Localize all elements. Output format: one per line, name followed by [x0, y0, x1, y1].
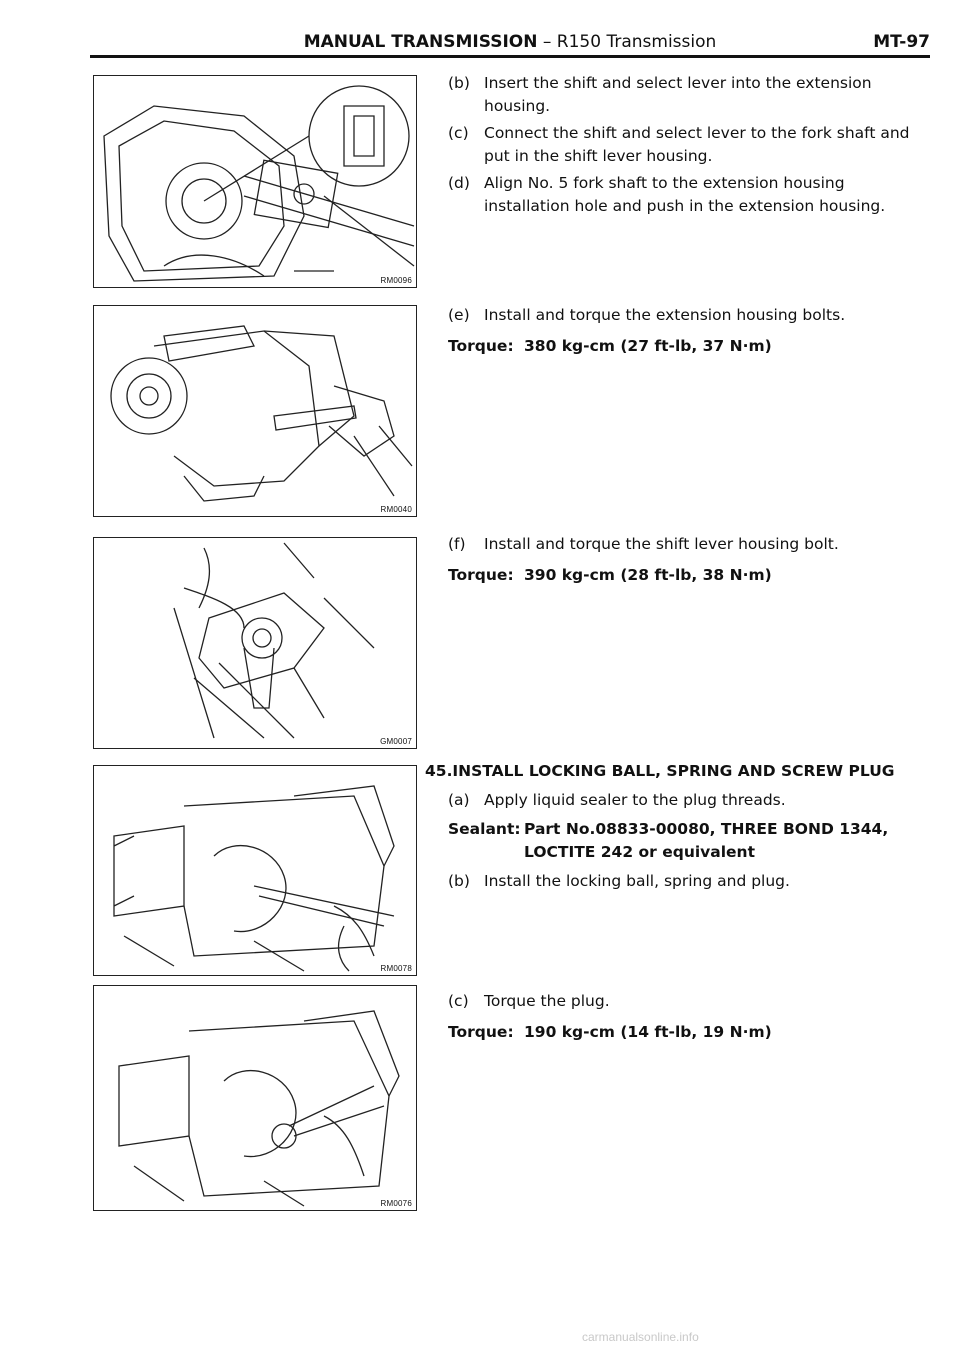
figure-shift-lever-install: RM0096 — [93, 75, 417, 288]
figure-code: RM0078 — [380, 964, 412, 973]
figure-extension-housing-bolts: RM0040 — [93, 305, 417, 517]
step-c: (c) Connect the shift and select lever t… — [448, 124, 910, 165]
step-45c-block: (c) Torque the plug. Torque:190 kg-cm (1… — [448, 990, 928, 1044]
page-number: MT-97 — [873, 32, 930, 52]
transmission-illustration-2 — [110, 325, 413, 502]
transmission-illustration-1 — [103, 85, 415, 282]
torque-spec-45c: Torque:190 kg-cm (14 ft-lb, 19 N·m) — [448, 1023, 772, 1041]
step-e-block: (e) Install and torque the extension hou… — [448, 304, 928, 358]
step-e: (e) Install and torque the extension hou… — [448, 306, 846, 324]
section-45-steps: (a) Apply liquid sealer to the plug thre… — [448, 789, 928, 893]
step-45c: (c) Torque the plug. — [448, 992, 610, 1010]
page-title: MANUAL TRANSMISSION – R150 Transmission — [303, 32, 717, 52]
figure-locking-ball-sealer: RM0078 — [93, 765, 417, 976]
steps-b-c-d: (b) Insert the shift and select lever in… — [448, 72, 928, 218]
section-45-heading: 45. INSTALL LOCKING BALL, SPRING AND SCR… — [425, 762, 895, 780]
header-rule — [90, 55, 930, 58]
watermark: carmanualsonline.info — [582, 1330, 699, 1344]
transmission-illustration-4 — [113, 785, 395, 972]
figure-torque-plug: RM0076 — [93, 985, 417, 1211]
page-header: MANUAL TRANSMISSION – R150 Transmission … — [90, 30, 930, 58]
step-45b: (b) Install the locking ball, spring and… — [448, 872, 790, 890]
figure-shift-lever-housing-bolt: GM0007 — [93, 537, 417, 749]
step-f: (f) Install and torque the shift lever h… — [448, 535, 839, 553]
step-b: (b) Insert the shift and select lever in… — [448, 74, 872, 115]
figure-code: RM0076 — [380, 1199, 412, 1208]
torque-spec-e: Torque:380 kg-cm (27 ft-lb, 37 N·m) — [448, 337, 772, 355]
step-45a: (a) Apply liquid sealer to the plug thre… — [448, 791, 786, 809]
step-f-block: (f) Install and torque the shift lever h… — [448, 533, 928, 587]
transmission-illustration-3 — [173, 542, 375, 739]
transmission-illustration-5 — [118, 1010, 400, 1207]
figure-code: RM0096 — [380, 276, 412, 285]
figure-code: RM0040 — [380, 505, 412, 514]
step-d: (d) Align No. 5 fork shaft to the extens… — [448, 174, 886, 215]
figure-code: GM0007 — [380, 737, 412, 746]
sealant-spec: Sealant: Part No.08833-00080, THREE BOND… — [448, 820, 889, 861]
torque-spec-f: Torque:390 kg-cm (28 ft-lb, 38 N·m) — [448, 566, 772, 584]
